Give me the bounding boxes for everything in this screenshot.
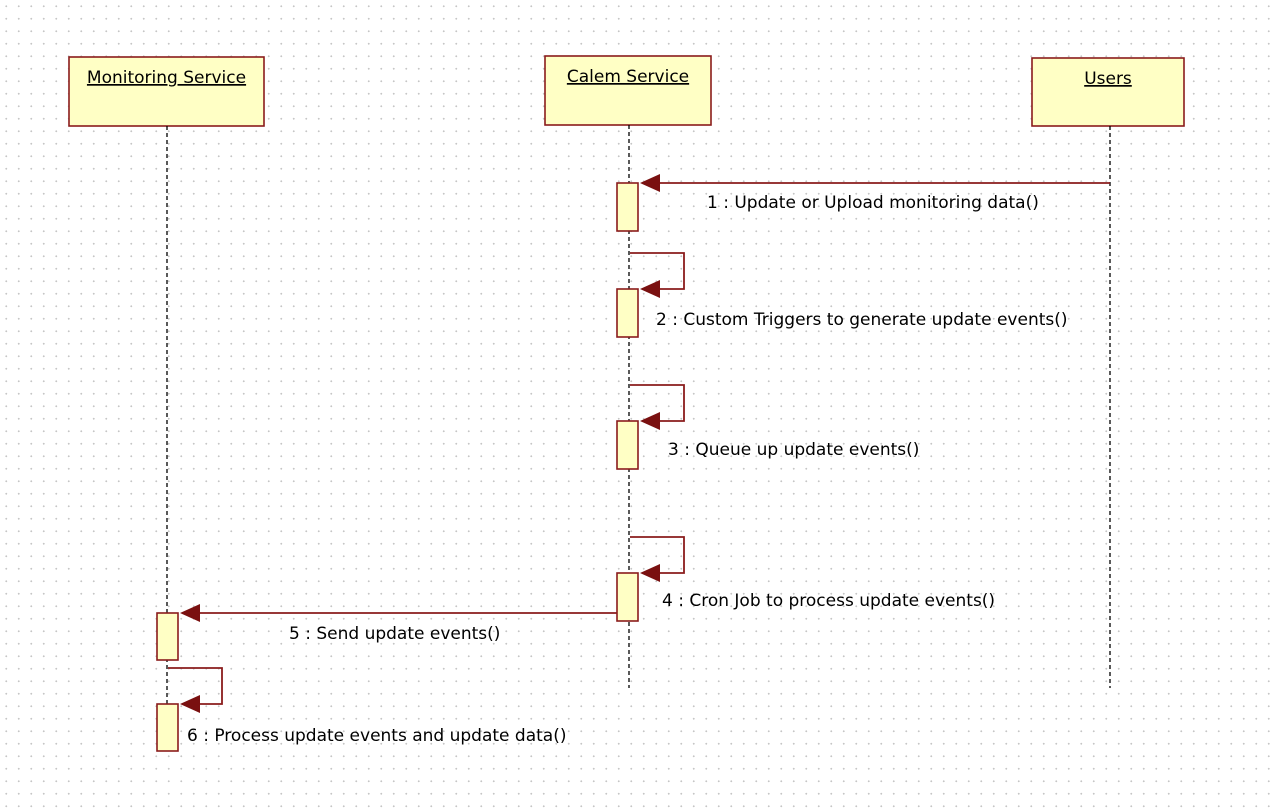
message-5[interactable]: 5 : Send update events() <box>180 604 617 644</box>
message-1[interactable]: 1 : Update or Upload monitoring data() <box>640 174 1110 213</box>
message-label: 6 : Process update events and update dat… <box>187 726 566 746</box>
message-label: 3 : Queue up update events() <box>668 440 919 460</box>
message-label: 5 : Send update events() <box>289 624 500 644</box>
message-arrow-line <box>630 384 685 422</box>
activation-bar <box>156 612 179 661</box>
participant-calem-service[interactable]: Calem Service <box>544 55 712 126</box>
activation-bar <box>616 288 639 338</box>
message-label: 1 : Update or Upload monitoring data() <box>707 193 1039 213</box>
message-label: 2 : Custom Triggers to generate update e… <box>656 310 1068 330</box>
message-4[interactable]: 4 : Cron Job to process update events() <box>630 536 995 611</box>
participant-box <box>1031 57 1185 127</box>
message-2[interactable]: 2 : Custom Triggers to generate update e… <box>630 252 1068 330</box>
arrowhead-icon <box>180 695 200 713</box>
participant-box <box>68 56 265 127</box>
activation-bar <box>616 182 639 232</box>
arrowhead-icon <box>180 604 200 622</box>
message-3[interactable]: 3 : Queue up update events() <box>630 384 919 460</box>
participant-users[interactable]: Users <box>1031 57 1185 127</box>
message-arrow-line <box>630 252 685 290</box>
message-label: 4 : Cron Job to process update events() <box>662 591 995 611</box>
participant-label: Users <box>1084 69 1132 89</box>
message-arrow-line <box>168 667 223 705</box>
activation-bar <box>616 420 639 470</box>
participant-label: Calem Service <box>567 67 689 87</box>
message-arrow-line <box>630 536 685 574</box>
message-6[interactable]: 6 : Process update events and update dat… <box>168 667 566 746</box>
arrowhead-icon <box>640 174 660 192</box>
arrowhead-icon <box>640 412 660 430</box>
participant-monitoring-service[interactable]: Monitoring Service <box>68 56 265 127</box>
activation-bar <box>616 572 639 622</box>
arrowhead-icon <box>640 564 660 582</box>
participant-label: Monitoring Service <box>87 68 246 88</box>
activation-bar <box>156 703 179 752</box>
arrowhead-icon <box>640 280 660 298</box>
participant-box <box>544 55 712 126</box>
